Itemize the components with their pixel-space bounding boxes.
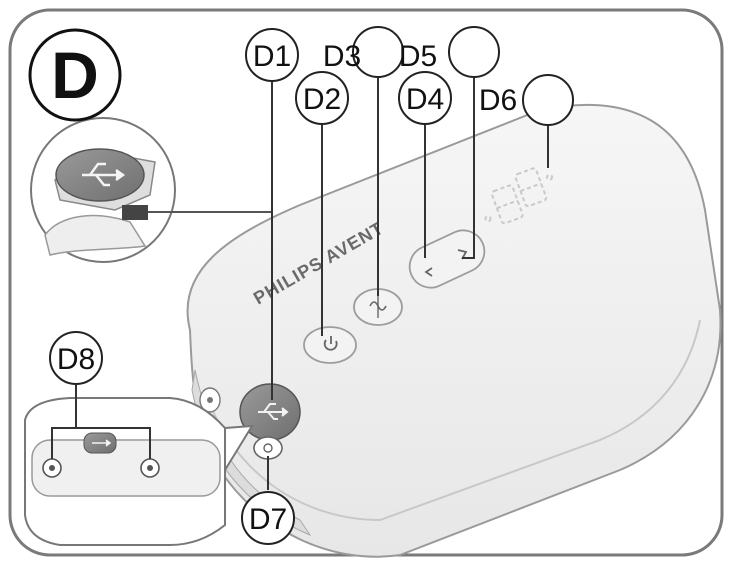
callout-d6: D6 [479, 74, 574, 126]
mode-button[interactable] [353, 288, 403, 326]
callout-d6-text: D6 [479, 84, 517, 117]
device-edge-line [204, 319, 701, 522]
level-buttons [408, 229, 486, 289]
segment-display [484, 167, 554, 225]
chevron-left-icon[interactable] [424, 267, 433, 277]
pump-device: PHILIPS AVENT [186, 103, 722, 558]
callout-d3-text: D3 [323, 40, 361, 73]
callout-d1: D1 [245, 28, 299, 82]
side-button[interactable] [199, 387, 221, 413]
side-screw-left [42, 458, 62, 478]
chevron-right-icon[interactable] [457, 249, 468, 260]
power-button[interactable] [303, 326, 357, 364]
callout-d3: D3 [323, 26, 404, 78]
leader-lines [267, 75, 549, 490]
side-connector[interactable] [253, 436, 283, 460]
usb-icon [92, 439, 112, 447]
callout-d4: D4 [398, 71, 452, 125]
segment-display-icon [484, 167, 554, 225]
side-screw-right [140, 458, 160, 478]
callout-d2-text: D2 [303, 83, 341, 116]
usb-icon [82, 162, 126, 187]
side-detail-inset [24, 385, 254, 546]
callout-d5-text: D5 [399, 40, 437, 73]
section-label: D [28, 28, 122, 122]
usb-detail-inset [30, 117, 272, 263]
callout-d7: D7 [241, 491, 295, 545]
callout-d4-text: D4 [406, 83, 444, 116]
d8-bracket [51, 427, 151, 459]
power-icon [323, 336, 338, 351]
section-label-text: D [51, 38, 99, 112]
callout-d8: D8 [49, 331, 103, 385]
usb-icon [258, 403, 289, 420]
callout-d2: D2 [295, 71, 349, 125]
usb-plug [122, 205, 148, 220]
callout-d7-text: D7 [249, 503, 287, 536]
callout-d1-text: D1 [253, 40, 291, 73]
callout-d5: D5 [399, 26, 500, 78]
callout-d8-text: D8 [57, 343, 95, 376]
mode-icon [369, 296, 387, 318]
